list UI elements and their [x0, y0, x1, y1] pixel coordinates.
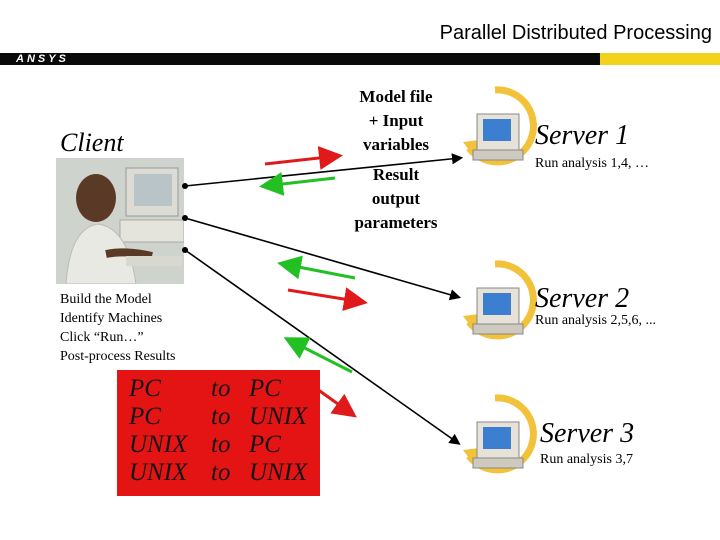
server-1-subtitle: Run analysis 1,4, … [535, 156, 649, 171]
connection-line-server-1 [184, 153, 464, 187]
request-label: Model file + Input variables [359, 87, 433, 154]
request-arrow-server-1 [264, 146, 343, 170]
connection-line-server-2 [184, 217, 462, 301]
server-1-title: Server 1 [535, 120, 630, 151]
server-3-subtitle: Run analysis 3,7 [540, 452, 633, 467]
platform-to-word: to [211, 459, 231, 486]
response-arrow-server-3 [283, 337, 353, 374]
platform-to: PC [249, 431, 281, 458]
header-bar [0, 53, 720, 65]
response-label: Result output parameters [354, 165, 438, 232]
platform-to: UNIX [249, 459, 308, 486]
client-steps-list: Build the Model Identify Machines Click … [60, 290, 176, 366]
response-arrow-server-2 [277, 255, 356, 280]
server-3-title: Server 3 [540, 418, 635, 449]
server-2-title: Server 2 [535, 283, 630, 314]
platform-from: PC [129, 403, 161, 430]
platform-from: UNIX [129, 459, 188, 486]
platform-to: PC [249, 375, 281, 402]
platform-to-word: to [211, 431, 231, 458]
client-step: Post-process Results [60, 349, 176, 364]
server-2-subtitle: Run analysis 2,5,6, ... [535, 313, 656, 328]
client-step: Build the Model [60, 292, 152, 307]
ansys-logo: ANSYS [16, 53, 69, 65]
platform-from: UNIX [129, 431, 188, 458]
computer-user-photo [56, 158, 184, 284]
server-1-icon [463, 86, 537, 166]
platform-to-word: to [211, 375, 231, 402]
request-arrow-server-2 [287, 287, 368, 311]
header-accent [600, 53, 720, 65]
client-step: Click “Run…” [60, 330, 144, 345]
connection-line-server-3 [184, 249, 461, 445]
client-step: Identify Machines [60, 311, 163, 326]
platform-to: UNIX [249, 403, 308, 430]
response-arrow-server-1 [259, 172, 336, 196]
client-label: Client [60, 128, 124, 157]
platform-to-word: to [211, 403, 231, 430]
server-2-icon [463, 260, 537, 340]
server-3-icon [463, 394, 537, 474]
page-title: Parallel Distributed Processing [439, 22, 712, 44]
platform-from: PC [129, 375, 161, 402]
